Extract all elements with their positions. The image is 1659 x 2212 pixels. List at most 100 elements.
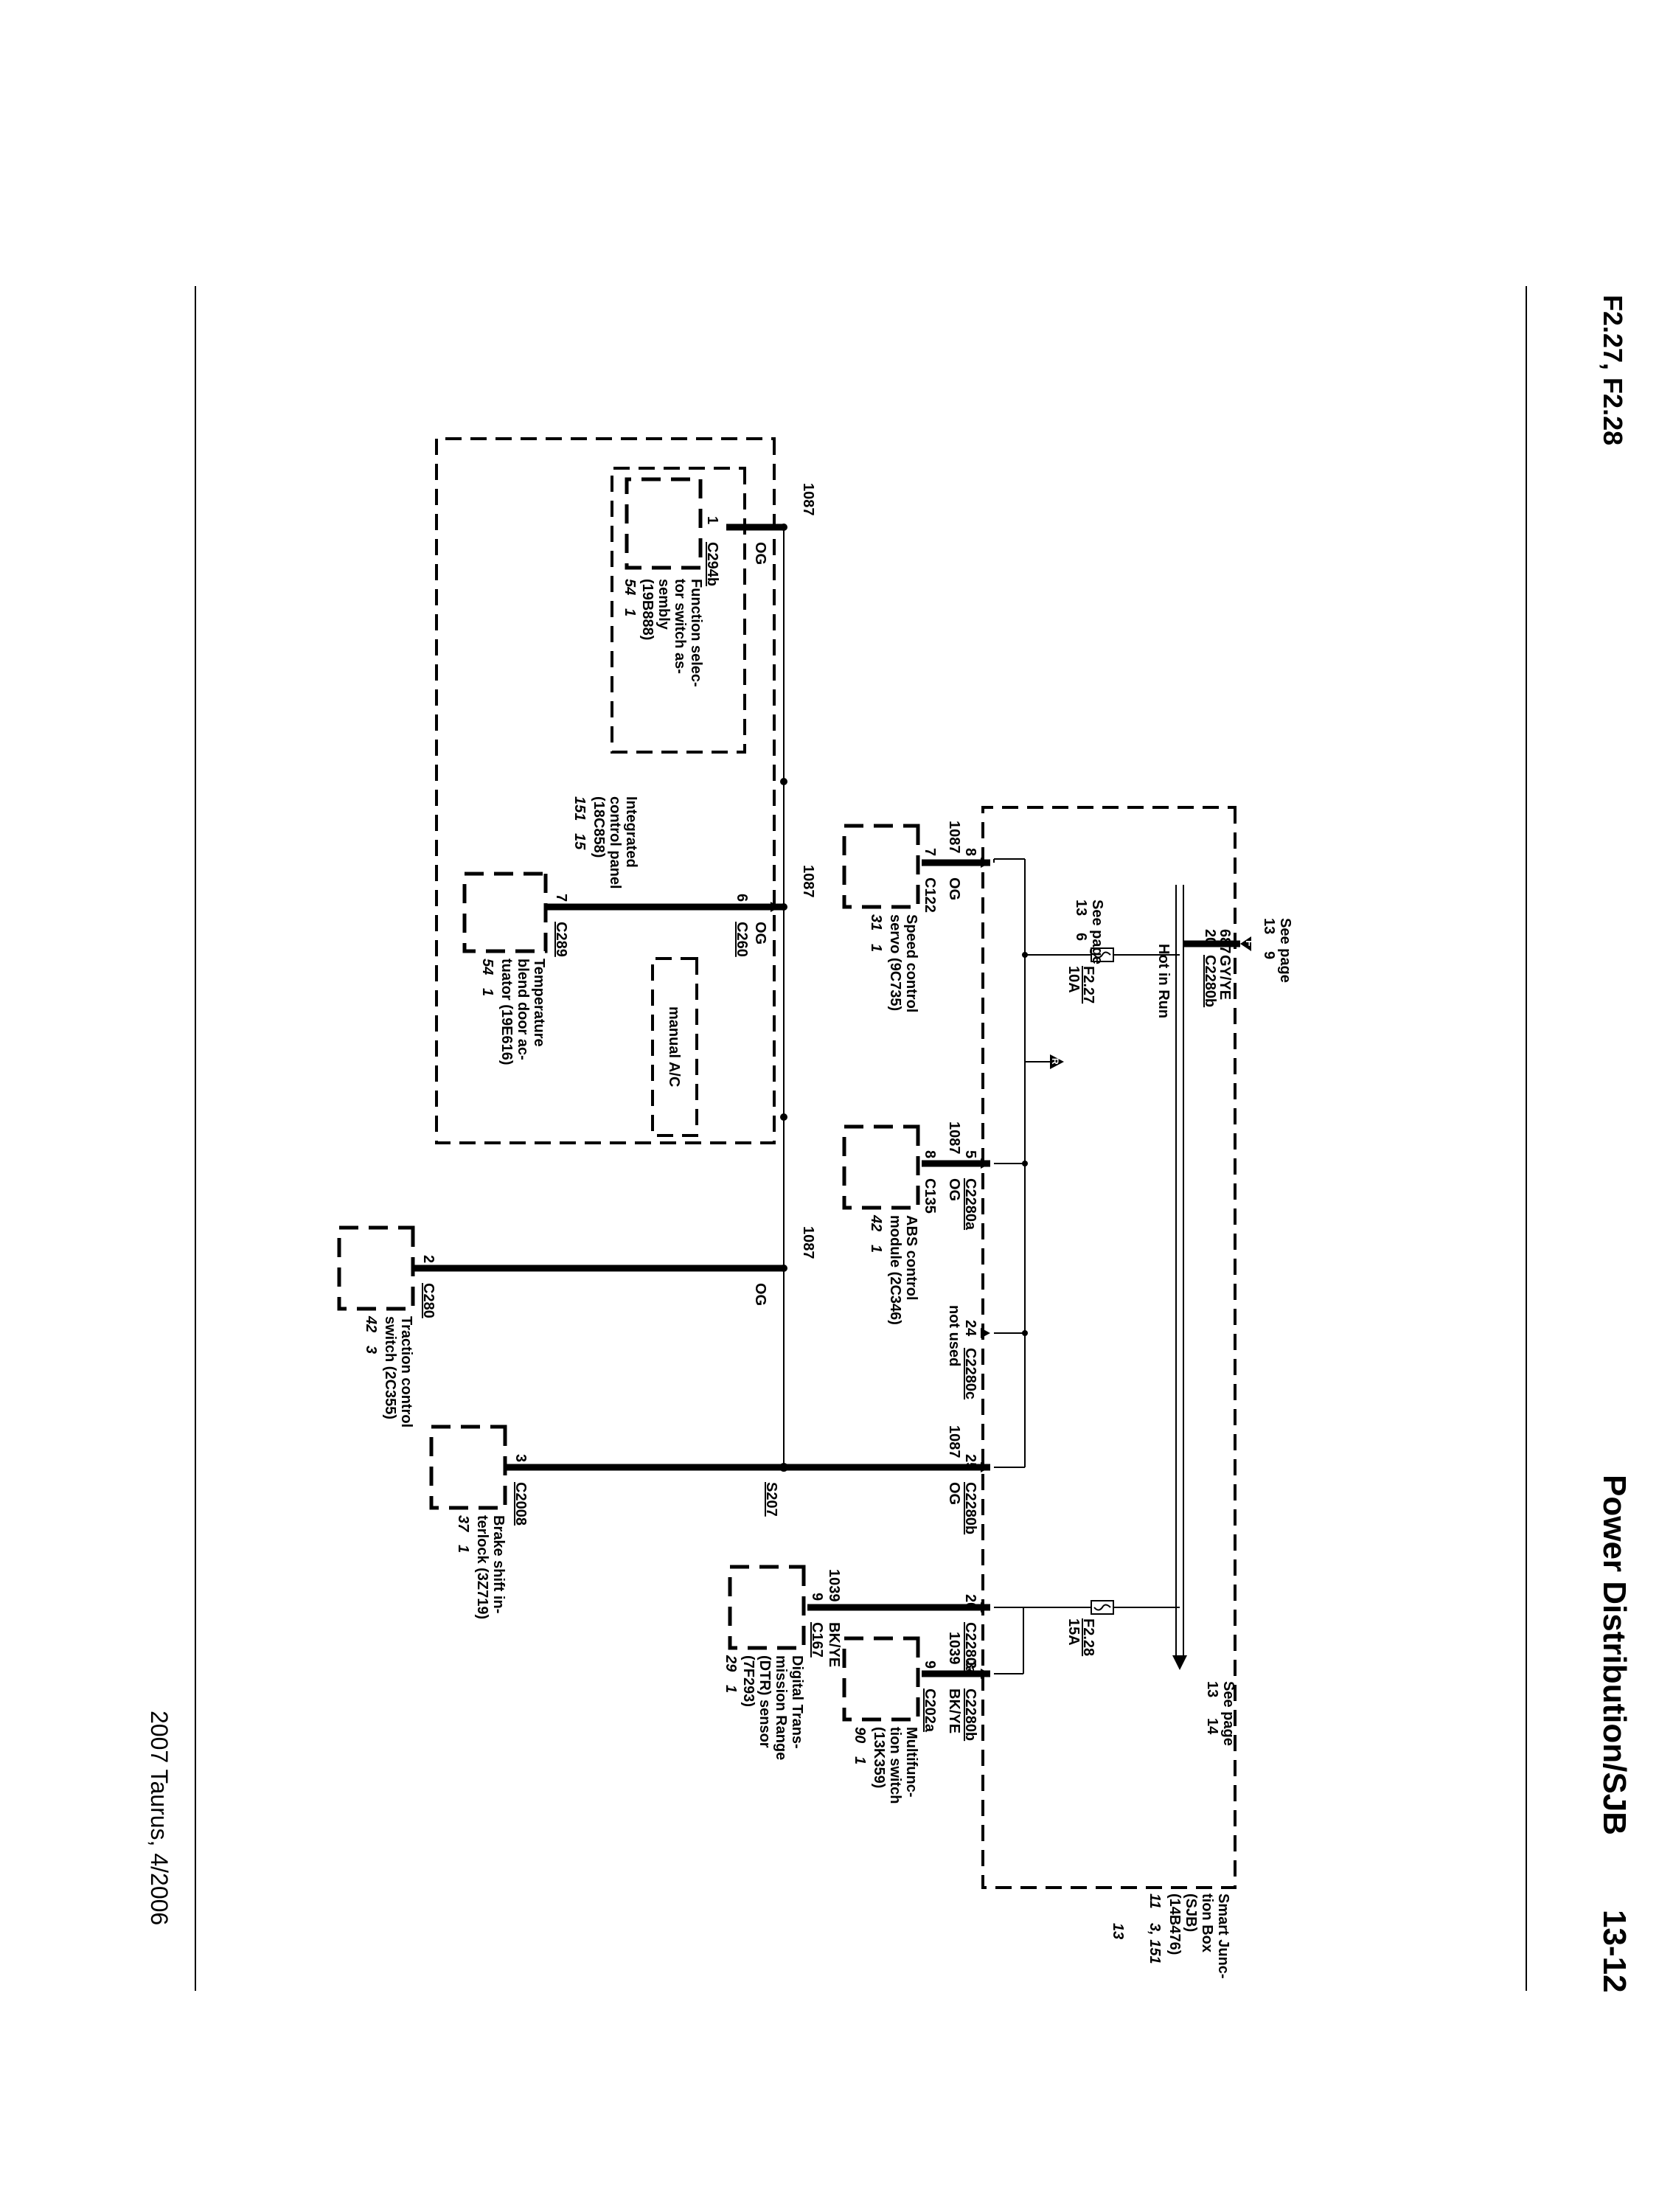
fuse-a-rating: 10A <box>1065 966 1082 993</box>
icp-name-line3: (18C858) <box>591 796 607 858</box>
c289-name-line2: blend door ac- <box>515 959 531 1060</box>
c260-connector: C260 <box>734 922 750 957</box>
c294b-name-line1: Function selec- <box>688 579 704 687</box>
ref-r-grid: 6 <box>1073 933 1089 941</box>
c135-name-line2: module (2C346) <box>887 1215 903 1325</box>
c294b-component-box <box>625 477 703 570</box>
c122-pin-sjb: 8 <box>962 848 978 856</box>
feed2-see-page: See page <box>1220 1681 1237 1746</box>
feed-flag: F <box>1244 940 1256 947</box>
pin-icon <box>771 902 780 912</box>
c260-color: OG <box>752 922 768 945</box>
s207-circuit: 1087 <box>946 1425 962 1458</box>
c2008-connector: C2008 <box>512 1482 529 1526</box>
c2280c-pin-sjb: 24 <box>962 1320 978 1337</box>
c167-component-box <box>728 1565 806 1650</box>
c294b-ref-a: 54 <box>622 579 638 595</box>
c2008-pin: 3 <box>512 1454 529 1462</box>
feed-see-page: See page <box>1277 918 1293 983</box>
fuse-b-name: F2.28 <box>1080 1618 1096 1656</box>
c202a-color: BK/YE <box>946 1688 962 1733</box>
fuse-b-element-icon <box>1093 1604 1111 1611</box>
c202a-ref-b: 1 <box>852 1756 868 1764</box>
c202a-ref-a: 90 <box>852 1727 868 1743</box>
manual-ac-box <box>651 957 698 1137</box>
c280-ref-a: 42 <box>363 1315 379 1332</box>
feed-connector: C2280b <box>1202 955 1218 1007</box>
c260-pin: 6 <box>734 894 750 902</box>
c167-pin-sjb: 20 <box>962 1594 978 1610</box>
c135-component-box <box>842 1124 920 1210</box>
c280-component-box <box>337 1225 415 1311</box>
c2008-name-line2: terlock (3Z719) <box>474 1515 490 1619</box>
c135-connector: C135 <box>922 1178 938 1214</box>
ref-r-arrow-icon <box>1050 1054 1064 1069</box>
c289-pin: 7 <box>553 894 569 902</box>
page-number: 13-12 <box>1596 1910 1632 1993</box>
c2008-component-box <box>429 1425 507 1510</box>
junction-dot <box>1022 952 1028 958</box>
c260-circuit: 1087 <box>800 865 816 898</box>
c122-component-box <box>842 824 920 909</box>
c294b-connector: C294b <box>704 542 720 586</box>
page-title: Power Distribution/SJB <box>1596 1475 1632 1835</box>
c135-ref-b: 1 <box>868 1245 884 1253</box>
c2008-ref-b: 1 <box>455 1545 471 1553</box>
pin-icon <box>981 1462 990 1472</box>
c202a-sjb-connector: C2280b <box>962 1688 978 1741</box>
pin-icon <box>981 858 990 868</box>
feed-color: GY/YE <box>1217 955 1233 1000</box>
feed2-grid: 14 <box>1204 1718 1220 1735</box>
c167-circuit: 1039 <box>826 1569 842 1602</box>
c280-ref-b: 3 <box>363 1346 379 1354</box>
c167-connector: C167 <box>809 1622 825 1658</box>
c294b-circuit: 1087 <box>800 483 816 516</box>
sjb-name-line4: (14B476) <box>1166 1893 1183 1955</box>
feed-page: 13 <box>1261 918 1277 934</box>
c135-ref-a: 42 <box>868 1214 884 1231</box>
c135-sjb-connector: C2280a <box>962 1178 978 1231</box>
sjb-ref-c: 13 <box>1110 1923 1126 1939</box>
s207-label: S207 <box>763 1482 779 1517</box>
c294b-name-line4: (19B888) <box>639 579 655 640</box>
pin-icon <box>981 1669 990 1679</box>
s207-pin-sjb: 25 <box>962 1454 978 1470</box>
icp-ref-a: 151 <box>571 796 588 821</box>
c135-pin-sjb: 5 <box>962 1150 978 1158</box>
c122-color: OG <box>946 877 962 900</box>
c202a-circuit: 1039 <box>946 1632 962 1665</box>
c135-color: OG <box>946 1178 962 1201</box>
c202a-name-line1: Multifunc- <box>903 1727 919 1798</box>
c280-name-line1: Traction control <box>398 1316 414 1427</box>
c2008-ref-a: 37 <box>455 1515 471 1532</box>
c135-pin: 8 <box>922 1150 938 1158</box>
sjb-box <box>981 806 1237 1889</box>
c167-pin: 9 <box>809 1593 825 1601</box>
icp-box <box>435 437 776 1144</box>
c122-name-line1: Speed control <box>903 914 919 1012</box>
junction-dot <box>780 903 787 911</box>
hot-in-run-label: Hot in Run <box>1155 944 1172 1018</box>
c167-name-line3: (DTR) sensor <box>757 1655 773 1748</box>
fuse-b-rating: 15A <box>1065 1618 1082 1646</box>
c289-name-line3: tuator (19E616) <box>498 959 515 1065</box>
c280-circuit: 1087 <box>800 1226 816 1259</box>
feed-arrow-icon <box>1240 936 1251 951</box>
c280-name-line2: switch (2C355) <box>382 1316 398 1419</box>
c167-name-line2: mission Range <box>773 1655 789 1760</box>
c202a-component-box <box>842 1636 920 1722</box>
ref-r-see-page: See page <box>1089 900 1105 964</box>
c122-connector: C122 <box>922 877 938 913</box>
c122-pin: 7 <box>922 848 938 856</box>
c167-name-line4: (7F293) <box>740 1655 757 1707</box>
footer-vehicle: 2007 Taurus, 4/2006 <box>146 1711 173 1925</box>
feed-grid: 9 <box>1261 951 1277 959</box>
junction-dot <box>780 1113 787 1121</box>
fuse-a-name: F2.27 <box>1080 966 1096 1004</box>
c135-name-line1: ABS control <box>903 1215 919 1301</box>
ref-r-flag: R <box>1050 1058 1060 1065</box>
c202a-name-line3: (13K359) <box>871 1727 887 1788</box>
c202a-connector: C202a <box>922 1688 938 1733</box>
c202a-name-line2: tion switch <box>887 1727 903 1804</box>
